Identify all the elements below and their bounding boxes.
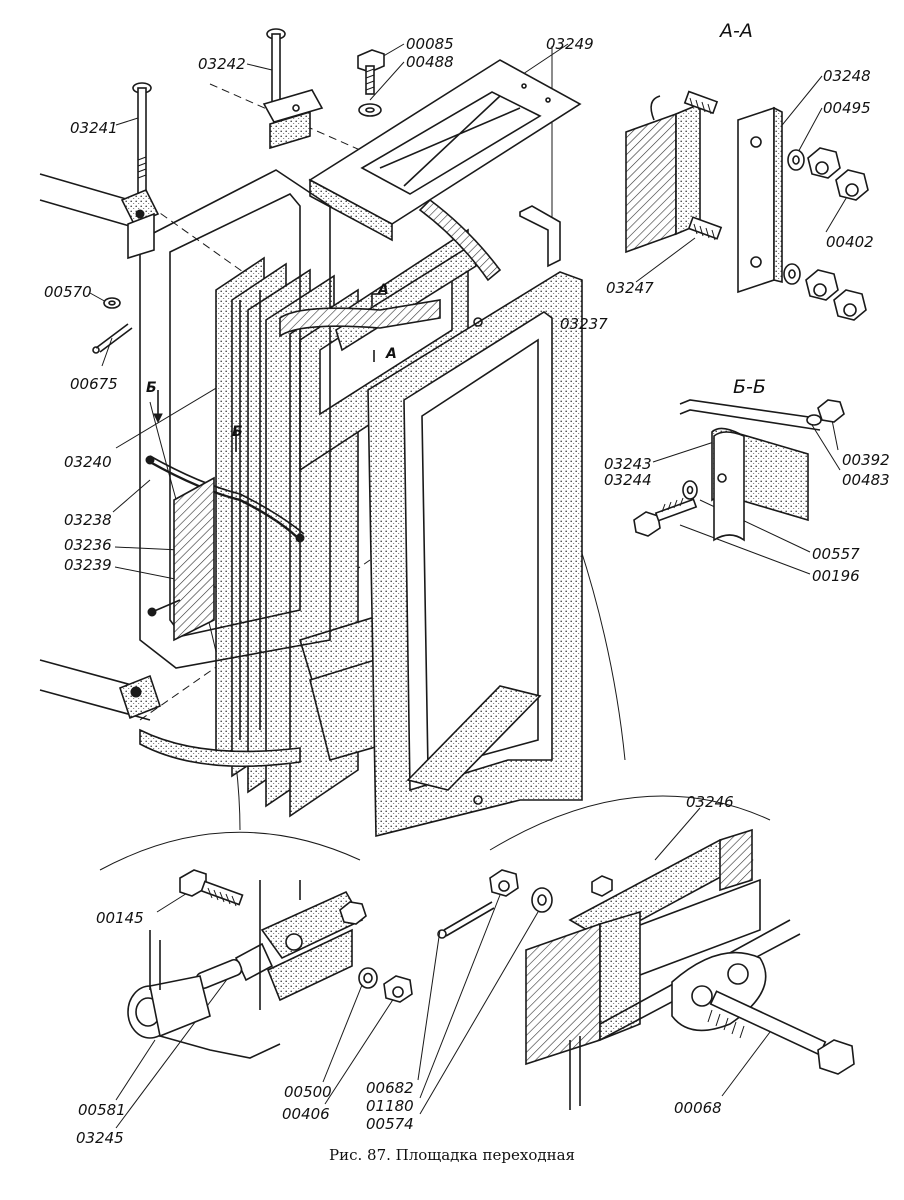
detail-bottom-left xyxy=(99,831,413,1059)
upper-left-bracket xyxy=(120,188,160,260)
label-00682: 00682 xyxy=(366,1079,414,1097)
label-03242: 03242 xyxy=(198,55,246,73)
section-mark-b-upper: Б xyxy=(146,380,157,396)
label-00488: 00488 xyxy=(406,53,454,71)
label-03236: 03236 xyxy=(64,536,112,554)
label-00495: 00495 xyxy=(823,99,871,117)
label-03247: 03247 xyxy=(606,279,654,297)
label-03240: 03240 xyxy=(64,453,112,471)
bracket-03242 xyxy=(262,89,324,150)
cover-plate-03249 xyxy=(308,59,582,242)
bolt-03241 xyxy=(132,82,152,195)
detail-a-a xyxy=(625,90,869,321)
section-label-b-b: Б-Б xyxy=(733,376,766,398)
label-03241: 03241 xyxy=(70,119,118,137)
label-00402: 00402 xyxy=(826,233,874,251)
section-mark-a-lower: А xyxy=(386,346,397,362)
label-00675: 00675 xyxy=(70,375,118,393)
label-03238: 03238 xyxy=(64,511,112,529)
label-00196: 00196 xyxy=(812,567,860,585)
washer-00488 xyxy=(358,103,382,117)
figure-caption: Рис. 87. Площадка переходная xyxy=(329,1146,575,1164)
lower-left-bracket xyxy=(119,674,161,720)
label-00145: 00145 xyxy=(96,909,144,927)
section-mark-a-upper: А xyxy=(378,282,389,298)
label-03245: 03245 xyxy=(76,1129,124,1147)
label-03246: 03246 xyxy=(686,793,734,811)
label-00392: 00392 xyxy=(842,451,890,469)
detail-b-b xyxy=(633,399,845,542)
label-00406: 00406 xyxy=(282,1105,330,1123)
label-00500: 00500 xyxy=(284,1083,332,1101)
side-bracket xyxy=(519,205,561,268)
section-mark-b-lower: Б xyxy=(232,424,243,440)
label-00581: 00581 xyxy=(78,1101,126,1119)
cable-03238 xyxy=(145,455,305,543)
bolt-03242 xyxy=(266,28,286,105)
section-arrows xyxy=(153,293,386,452)
plate-03236 xyxy=(147,476,215,642)
label-00483: 00483 xyxy=(842,471,890,489)
label-00068: 00068 xyxy=(674,1099,722,1117)
label-01180: 01180 xyxy=(366,1097,414,1115)
bolt-00085 xyxy=(357,49,385,95)
section-label-a-a: А-А xyxy=(720,20,753,42)
label-00085: 00085 xyxy=(406,35,454,53)
label-00574: 00574 xyxy=(366,1115,414,1133)
strap-03240 xyxy=(139,198,502,768)
cotter-00675 xyxy=(92,323,133,354)
label-03239: 03239 xyxy=(64,556,112,574)
label-00557: 00557 xyxy=(812,545,860,563)
label-00570: 00570 xyxy=(44,283,92,301)
label-03249: 03249 xyxy=(546,35,594,53)
front-frame-03237 xyxy=(367,271,583,838)
label-03243: 03243 xyxy=(604,455,652,473)
label-03244: 03244 xyxy=(604,471,652,489)
label-03248: 03248 xyxy=(823,67,871,85)
detail-bottom-right xyxy=(437,795,855,1110)
label-03237: 03237 xyxy=(560,315,608,333)
washer-00570 xyxy=(103,297,121,309)
